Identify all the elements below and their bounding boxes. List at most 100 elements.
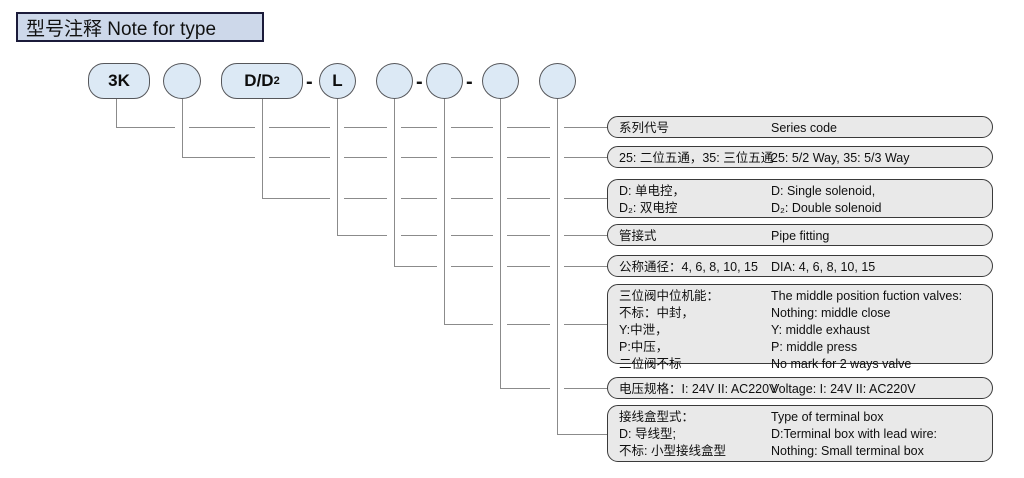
description-chinese: 管接式 (619, 229, 657, 243)
code-separator-dash: - (466, 71, 473, 93)
description-line: 接线盒型式： Type of terminal box (608, 409, 992, 426)
description-english: Y: middle exhaust (771, 323, 870, 337)
leader-run-middle-position (507, 324, 550, 326)
description-english: Series code (771, 121, 838, 135)
description-box-terminal-box: 接线盒型式： Type of terminal box D: 导线型; D:Termi… (607, 405, 993, 462)
code-bubble-way-type[interactable] (163, 63, 201, 99)
leader-run-way-type (269, 157, 330, 159)
description-english: DIA: 4, 6, 8, 10, 15 (771, 260, 876, 274)
leader-run-pipe-fitting (337, 235, 387, 237)
description-line: 公称通径：4, 6, 8, 10, 15 DIA: 4, 6, 8, 10, 15 (608, 259, 992, 276)
description-line: 不标：中封，Nothing: middle close (608, 305, 992, 322)
description-line: P:中压， P: middle press (608, 339, 992, 356)
leader-run-nominal-diameter (564, 266, 607, 268)
leader-run-nominal-diameter (394, 266, 437, 268)
leader-run-series-code (269, 127, 330, 129)
description-english: P: middle press (771, 340, 858, 354)
leader-stem-voltage (500, 99, 502, 388)
description-box-solenoid-type: D: 单电控， D: Single solenoid, D₂: 双电控 D₂: Dou… (607, 179, 993, 218)
leader-run-way-type (401, 157, 437, 159)
description-english: Nothing: middle close (771, 306, 891, 320)
leader-run-solenoid-type (507, 198, 550, 200)
leader-run-solenoid-type (344, 198, 387, 200)
description-english: D: Single solenoid, (771, 184, 876, 198)
description-chinese: D₂: 双电控 (619, 201, 678, 215)
leader-run-nominal-diameter (507, 266, 550, 268)
description-chinese: D: 导线型; (619, 427, 676, 441)
description-chinese: 系列代号 (619, 121, 670, 135)
description-line: D: 导线型; D:Terminal box with lead wire: (608, 426, 992, 443)
description-box-pipe-fitting: 管接式 Pipe fitting (607, 224, 993, 246)
description-box-series-code: 系列代号 Series code (607, 116, 993, 138)
leader-run-solenoid-type (564, 198, 607, 200)
description-english: Nothing: Small terminal box (771, 444, 924, 458)
description-english: Voltage: I: 24V II: AC220V (771, 382, 916, 396)
leader-run-terminal-box (557, 434, 607, 436)
description-chinese: 电压规格：I: 24V II: AC220V (619, 382, 778, 396)
leader-run-way-type (344, 157, 387, 159)
leader-run-way-type (182, 157, 255, 159)
description-chinese: 公称通径：4, 6, 8, 10, 15 (619, 260, 758, 274)
description-line: 系列代号 Series code (608, 120, 992, 137)
leader-run-series-code (451, 127, 493, 129)
description-chinese: 25: 二位五通，35: 三位五通 (619, 151, 774, 165)
leader-run-middle-position (564, 324, 607, 326)
leader-run-series-code (116, 127, 175, 129)
leader-run-voltage (500, 388, 550, 390)
leader-run-pipe-fitting (564, 235, 607, 237)
leader-run-middle-position (444, 324, 493, 326)
description-chinese: P:中压， (619, 340, 669, 354)
description-box-nominal-diameter: 公称通径：4, 6, 8, 10, 15 DIA: 4, 6, 8, 10, 15 (607, 255, 993, 277)
leader-run-pipe-fitting (507, 235, 550, 237)
leader-run-pipe-fitting (401, 235, 437, 237)
description-line: 三位阀中位机能： The middle position fuction valv… (608, 288, 992, 305)
description-english: Type of terminal box (771, 410, 884, 424)
leader-run-series-code (401, 127, 437, 129)
leader-run-series-code (189, 127, 255, 129)
code-bubble-nominal-diameter[interactable] (376, 63, 413, 99)
description-box-middle-position: 三位阀中位机能： The middle position fuction valv… (607, 284, 993, 371)
leader-run-way-type (507, 157, 550, 159)
leader-stem-nominal-diameter (394, 99, 396, 266)
code-bubble-voltage[interactable] (482, 63, 519, 99)
description-line: D: 单电控， D: Single solenoid, (608, 183, 992, 200)
description-english: Pipe fitting (771, 229, 830, 243)
leader-stem-solenoid-type (262, 99, 264, 198)
description-chinese: 接线盒型式： (619, 410, 695, 424)
description-line: Y:中泄， Y: middle exhaust (608, 322, 992, 339)
description-chinese: 二位阀不标 (619, 357, 682, 371)
description-english: 25: 5/2 Way, 35: 5/3 Way (771, 151, 910, 165)
leader-run-solenoid-type (401, 198, 437, 200)
leader-stem-way-type (182, 99, 184, 157)
code-separator-dash: - (416, 71, 423, 93)
leader-run-way-type (451, 157, 493, 159)
leader-stem-terminal-box (557, 99, 559, 434)
leader-run-voltage (564, 388, 607, 390)
code-bubble-middle-position[interactable] (426, 63, 463, 99)
leader-run-way-type (564, 157, 607, 159)
leader-run-pipe-fitting (451, 235, 493, 237)
description-english: The middle position fuction valves: (771, 289, 963, 303)
code-bubble-pipe-fitting[interactable]: L (319, 63, 356, 99)
description-english: D₂: Double solenoid (771, 201, 882, 215)
code-bubble-terminal-box[interactable] (539, 63, 576, 99)
page-title: 型号注释 Note for type (16, 12, 264, 42)
description-chinese: Y:中泄， (619, 323, 668, 337)
leader-stem-series-code (116, 99, 118, 127)
description-chinese: 三位阀中位机能： (619, 289, 720, 303)
leader-run-series-code (564, 127, 607, 129)
description-line: 管接式 Pipe fitting (608, 228, 992, 245)
description-chinese: D: 单电控， (619, 184, 685, 198)
description-english: D:Terminal box with lead wire: (771, 427, 938, 441)
code-bubble-series-code[interactable]: 3K (88, 63, 150, 99)
leader-run-series-code (344, 127, 387, 129)
code-separator-dash: - (306, 71, 313, 93)
